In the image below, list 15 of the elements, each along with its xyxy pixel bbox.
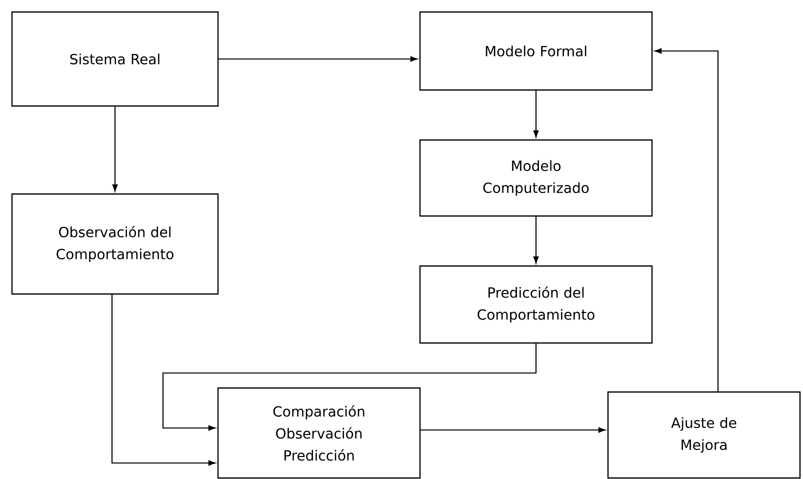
arrow [112, 106, 118, 192]
arrow [533, 90, 539, 138]
process-box: Modelo Formal [419, 11, 653, 91]
arrow [533, 216, 539, 264]
process-box: Modelo Computerizado [419, 139, 653, 217]
process-box: Predicción del Comportamiento [419, 265, 653, 344]
arrow [420, 427, 606, 433]
process-box: Sistema Real [11, 11, 219, 107]
process-box: Observación del Comportamiento [11, 193, 219, 295]
process-box: Comparación Observación Predicción [217, 387, 421, 479]
arrow [218, 56, 418, 62]
arrow [162, 344, 537, 431]
arrow [111, 294, 216, 466]
arrow [654, 48, 719, 392]
process-box: Ajuste de Mejora [607, 391, 801, 479]
